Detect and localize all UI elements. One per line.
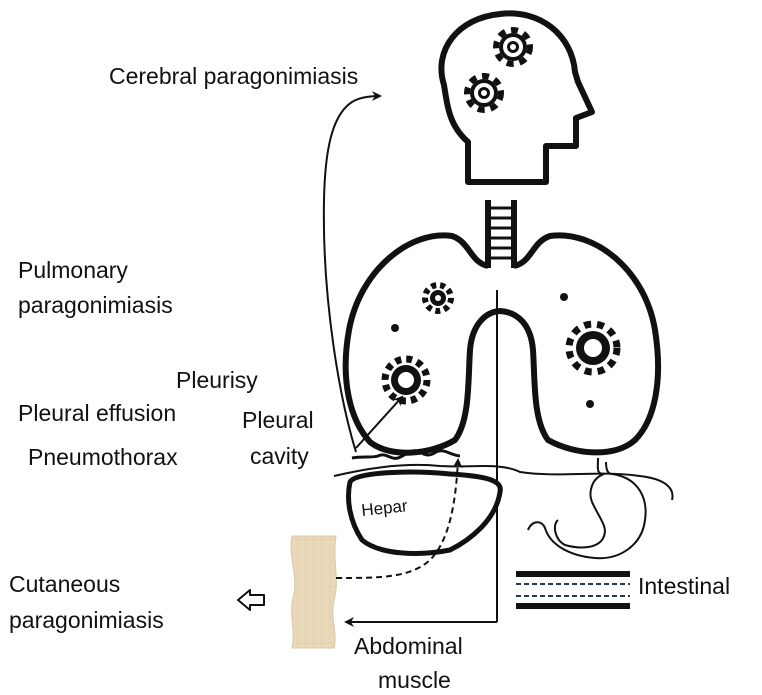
intestinal-label: Intestinal bbox=[638, 573, 730, 599]
lungs-icon bbox=[346, 235, 658, 452]
gear-icon bbox=[467, 76, 501, 110]
cutaneous-label-line1: Cutaneous bbox=[9, 571, 120, 597]
gear-icon bbox=[425, 285, 451, 311]
trachea-icon bbox=[488, 200, 514, 268]
egg-dot bbox=[560, 293, 568, 301]
egg-dot bbox=[391, 324, 399, 332]
abdominal-label-line1: Abdominal bbox=[354, 633, 463, 659]
head-with-gears-icon bbox=[441, 13, 592, 182]
gear-icon bbox=[496, 30, 530, 64]
hollow-arrow-left-icon bbox=[238, 590, 264, 610]
egg-dot bbox=[586, 400, 594, 408]
cutaneous-label-line2: paragonimiasis bbox=[9, 607, 164, 633]
pleurisy-label: Pleurisy bbox=[176, 367, 258, 393]
arrow-to-lung bbox=[356, 397, 402, 448]
pulmonary-label-line1: Pulmonary bbox=[18, 257, 128, 283]
skin-strip-icon bbox=[291, 536, 336, 648]
pleural-cavity-label-line2: cavity bbox=[250, 443, 309, 469]
gear-icon bbox=[385, 359, 427, 401]
liver-icon: Hepar bbox=[349, 472, 501, 553]
cerebral-paragonimiasis-label: Cerebral paragonimiasis bbox=[109, 63, 358, 89]
gear-icon bbox=[569, 324, 617, 372]
pneumothorax-label: Pneumothorax bbox=[28, 444, 178, 470]
intestine-icon bbox=[516, 574, 630, 606]
abdominal-label-line2: muscle bbox=[378, 667, 451, 693]
pleural-effusion-label: Pleural effusion bbox=[18, 400, 176, 426]
pleural-cavity-label-line1: Pleural bbox=[242, 407, 314, 433]
pulmonary-label-line2: paragonimiasis bbox=[18, 292, 173, 318]
